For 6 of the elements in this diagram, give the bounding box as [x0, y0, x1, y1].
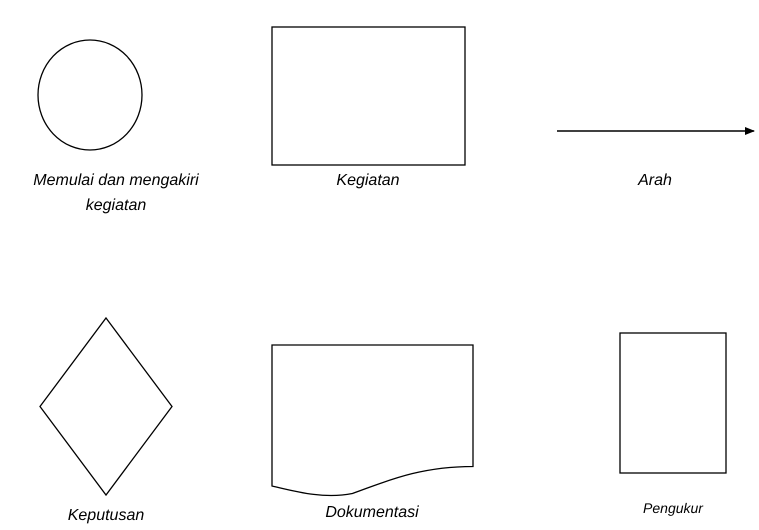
- symbol-caption: Pengukur: [642, 499, 704, 518]
- symbol-caption: Keputusan: [66, 506, 146, 526]
- symbol-caption: Kegiatan: [335, 171, 401, 191]
- symbol-caption: Dokumentasi: [324, 503, 420, 523]
- symbol-caption: Memulai dan mengakiri kegiatan: [32, 171, 200, 216]
- symbol-caption: Arah: [636, 171, 673, 191]
